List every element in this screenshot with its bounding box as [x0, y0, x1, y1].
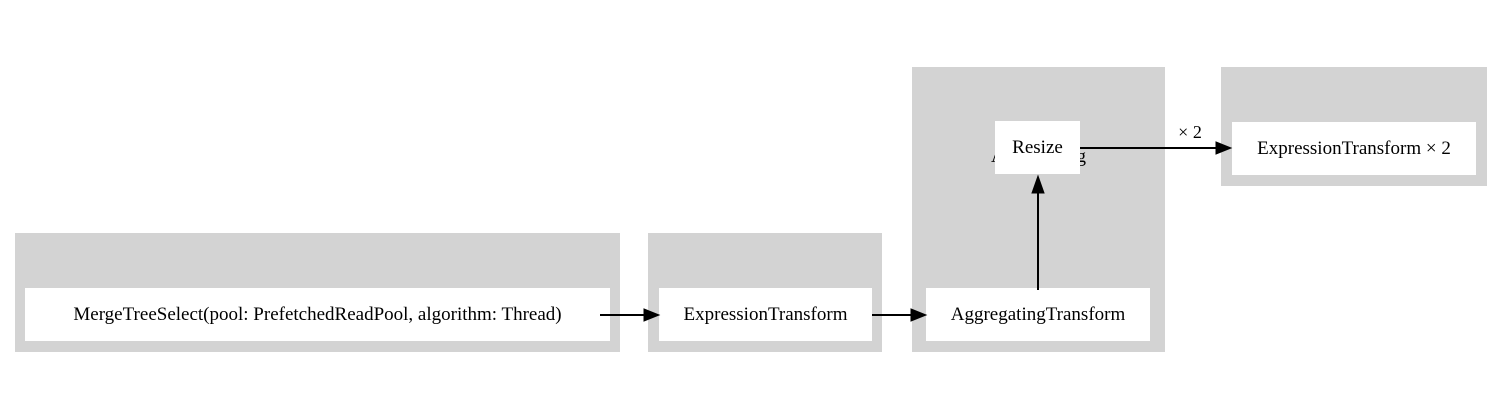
edge-label-resize-to-expression-transform-2: × 2 [1178, 122, 1202, 142]
node-expression-transform-1[interactable]: ExpressionTransform [659, 288, 872, 341]
node-expression-transform-2[interactable]: ExpressionTransform × 2 [1232, 122, 1476, 175]
node-merge-tree-select[interactable]: MergeTreeSelect(pool: PrefetchedReadPool… [25, 288, 610, 341]
node-resize[interactable]: Resize [995, 121, 1080, 174]
group-expression-1[interactable]: Expression ExpressionTransform [648, 233, 882, 352]
group-expression-2[interactable]: Expression ExpressionTransform × 2 [1221, 67, 1487, 186]
edge-expression-transform-1-to-aggregating-transform [872, 308, 928, 322]
edge-merge-tree-select-to-expression-transform-1 [600, 308, 661, 322]
edge-aggregating-transform-to-resize [1031, 174, 1045, 290]
group-aggregating[interactable]: Aggregating Resize AggregatingTransform [912, 67, 1165, 352]
group-read-from-merge-tree[interactable]: ReadFromMergeTree MergeTreeSelect(pool: … [15, 233, 620, 352]
node-aggregating-transform[interactable]: AggregatingTransform [926, 288, 1150, 341]
edge-resize-to-expression-transform-2 [1080, 141, 1233, 155]
